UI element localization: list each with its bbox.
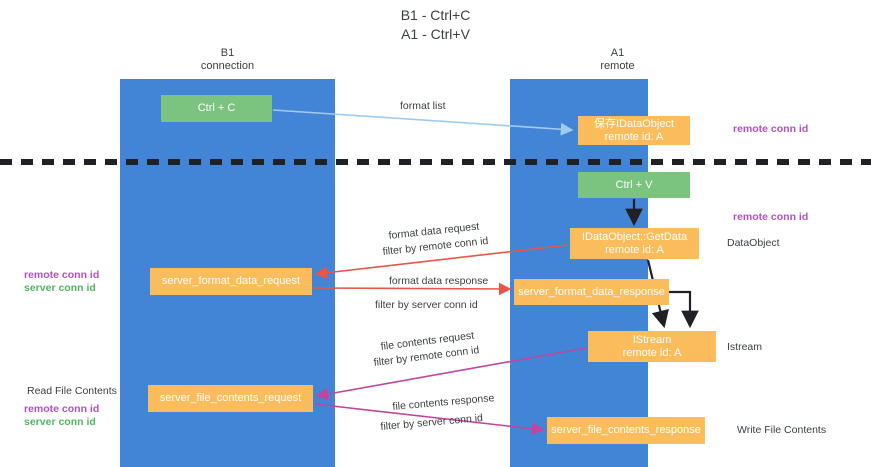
box-save-idataobject[interactable]: 保存IDataObject remote id: A	[578, 116, 690, 145]
annotation-dataobject: DataObject	[727, 237, 780, 249]
column-header-a1-role: remote	[600, 60, 635, 72]
column-header-a1-name: A1	[610, 47, 625, 59]
box-idataobject-getdata[interactable]: IDataObject::GetData remote id: A	[570, 228, 699, 259]
edge-label-format-data-response-filter: filter by server conn id	[375, 299, 478, 312]
box-save-idataobject-line2: remote id: A	[604, 130, 664, 143]
filter-prefix-2: filter by	[375, 299, 412, 311]
annotation-remote-conn-id-top: remote conn id	[733, 123, 809, 135]
annotation-istream: Istream	[727, 341, 763, 353]
column-header-b1-name: B1	[220, 47, 235, 59]
box-ctrl-v[interactable]: Ctrl + V	[578, 172, 690, 198]
box-server-format-data-request-label: server_format_data_request	[161, 275, 301, 287]
box-server-file-contents-request[interactable]: server_file_contents_request	[148, 385, 313, 412]
box-server-file-contents-request-label: server_file_contents_request	[159, 392, 302, 404]
filter-prefix-1: filter by	[382, 242, 420, 258]
box-ctrl-c-label: Ctrl + C	[197, 102, 236, 114]
title-line-2: A1 - Ctrl+V	[401, 26, 470, 42]
box-idataobject-getdata-line1: IDataObject::GetData	[581, 230, 688, 243]
box-server-format-data-response[interactable]: server_format_data_response	[514, 279, 669, 305]
column-header-a1: A1 remote	[545, 47, 690, 73]
edge-label-format-list: format list	[400, 100, 446, 112]
arrow-format-data-response	[313, 282, 512, 296]
annotation-left-server-conn-id-1: server conn id	[24, 282, 96, 294]
box-server-file-contents-response[interactable]: server_file_contents_response	[547, 417, 705, 444]
box-server-file-contents-response-label: server_file_contents_response	[551, 424, 701, 436]
edge-label-file-contents-response: file contents response	[392, 392, 495, 413]
filter-prefix-3: filter by	[373, 352, 411, 369]
box-ctrl-c[interactable]: Ctrl + C	[161, 95, 272, 122]
filter-key-server-conn-id-2: server conn id	[416, 412, 484, 430]
box-server-format-data-response-label: server_format_data_response	[518, 285, 665, 298]
box-save-idataobject-line1: 保存IDataObject	[593, 117, 675, 130]
annotation-remote-conn-id-mid: remote conn id	[733, 211, 809, 223]
arrow-response-istream	[669, 290, 699, 329]
box-istream-line1: IStream	[632, 333, 672, 346]
box-server-format-data-request[interactable]: server_format_data_request	[150, 268, 312, 295]
filter-key-server-conn-id-1: server conn id	[411, 299, 478, 311]
edge-label-file-contents-response-filter: filter by server conn id	[380, 412, 483, 434]
column-header-b1-role: connection	[200, 60, 255, 72]
box-idataobject-getdata-line2: remote id: A	[605, 243, 664, 256]
annotation-left-remote-conn-id-1: remote conn id	[24, 269, 100, 281]
title-line-1: B1 - Ctrl+C	[400, 7, 471, 23]
annotation-read-file-contents: Read File Contents	[27, 385, 117, 397]
box-istream[interactable]: IStream remote id: A	[588, 331, 716, 362]
box-istream-line2: remote id: A	[622, 346, 682, 359]
annotation-write-file-contents: Write File Contents	[737, 424, 827, 436]
filter-prefix-4: filter by	[380, 417, 418, 433]
box-ctrl-v-label: Ctrl + V	[615, 178, 653, 191]
column-header-b1: B1 connection	[155, 47, 300, 73]
annotation-left-remote-conn-id-2: remote conn id	[24, 403, 100, 415]
edge-label-format-data-response: format data response	[389, 275, 489, 287]
page-title: B1 - Ctrl+C A1 - Ctrl+V	[0, 6, 871, 44]
annotation-left-server-conn-id-2: server conn id	[24, 416, 96, 428]
